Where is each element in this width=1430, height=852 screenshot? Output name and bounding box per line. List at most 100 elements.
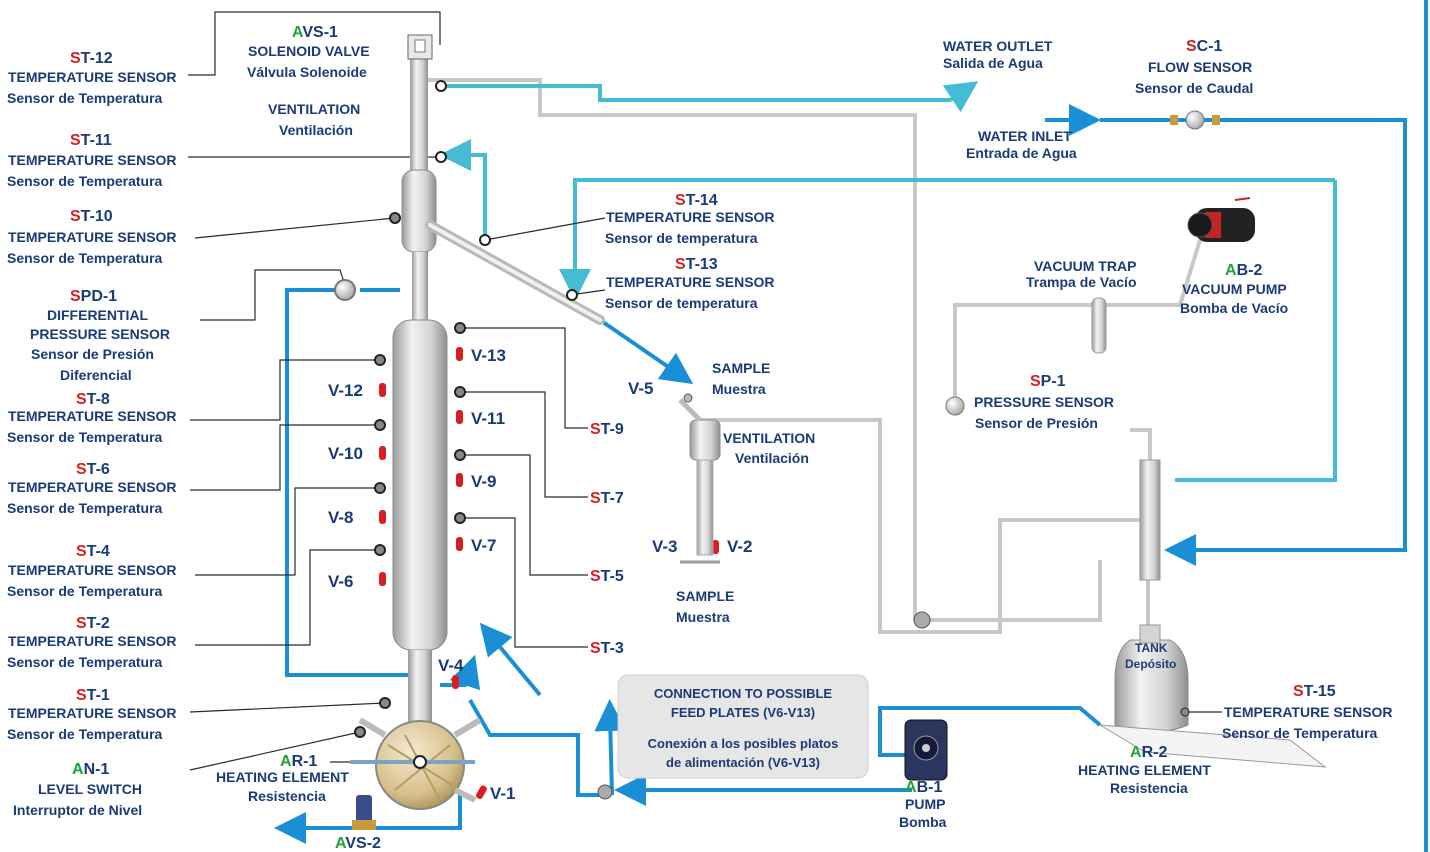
svg-text:ST-4: ST-4 bbox=[76, 543, 110, 560]
leader-st12 bbox=[188, 11, 441, 76]
svg-text:ST-12: ST-12 bbox=[70, 50, 113, 67]
sensor-node-st12 bbox=[435, 80, 447, 92]
sensor-node-st9 bbox=[454, 322, 466, 334]
pump-ab1 bbox=[904, 719, 948, 781]
st11-title: TEMPERATURE SENSOR bbox=[8, 152, 177, 168]
svg-text:ST-14: ST-14 bbox=[675, 192, 718, 209]
vacuum-trap-sub: Trampa de Vacío bbox=[1026, 274, 1137, 290]
st15-sub: Sensor de Temperatura bbox=[1222, 725, 1378, 741]
leader-st7 bbox=[460, 391, 588, 498]
sample-top-sub: Muestra bbox=[712, 381, 766, 397]
svg-text:ST-2: ST-2 bbox=[76, 615, 110, 632]
sensor-node-st4 bbox=[374, 482, 386, 494]
valve-v3-label: V-3 bbox=[652, 537, 678, 556]
pipe-cyan-top bbox=[559, 178, 1335, 301]
leader-st8 bbox=[190, 359, 380, 421]
sample-receiver bbox=[678, 393, 721, 564]
st8-title: TEMPERATURE SENSOR bbox=[8, 408, 177, 424]
valve-v7-label: V-7 bbox=[471, 536, 497, 555]
pipe-sample-grey bbox=[700, 418, 1150, 634]
ar1-title: HEATING ELEMENT bbox=[216, 769, 349, 785]
valve-v12-icon bbox=[379, 383, 386, 397]
svg-text:ST-6: ST-6 bbox=[76, 461, 110, 478]
tank-title: TANK bbox=[1135, 641, 1168, 655]
pipe-blue-left bbox=[285, 288, 415, 677]
svg-text:AR-2: AR-2 bbox=[1130, 744, 1167, 761]
valve-v9-label: V-9 bbox=[471, 472, 497, 491]
connection-box bbox=[617, 674, 869, 779]
connection-line1: CONNECTION TO POSSIBLE bbox=[654, 686, 832, 701]
pipe-feed-arrow bbox=[479, 622, 542, 697]
svg-text:AB-2: AB-2 bbox=[1225, 262, 1262, 279]
pipe-water-outlet bbox=[440, 81, 979, 113]
sensor-node-st13 bbox=[566, 289, 578, 301]
spd1-title1: DIFFERENTIAL bbox=[47, 307, 149, 323]
sensor-node-ar1 bbox=[413, 755, 427, 769]
an1-title: LEVEL SWITCH bbox=[38, 781, 142, 797]
pipe-cyan-st11 bbox=[439, 139, 487, 240]
pipe-sample-top bbox=[598, 318, 694, 385]
leader-an1 bbox=[189, 731, 361, 771]
valve-v1-label: V-1 bbox=[490, 784, 516, 803]
svg-text:ST-10: ST-10 bbox=[70, 208, 113, 225]
vent-tube bbox=[410, 50, 428, 170]
an1-sub: Interruptor de Nivel bbox=[13, 802, 142, 818]
ar2-title: HEATING ELEMENT bbox=[1078, 762, 1211, 778]
vacuum-pump-ab2 bbox=[1187, 197, 1255, 242]
water-outlet-title: WATER OUTLET bbox=[943, 38, 1053, 54]
water-inlet-title: WATER INLET bbox=[978, 128, 1072, 144]
valve-v8-label: V-8 bbox=[328, 508, 354, 527]
sensor-node-st6 bbox=[374, 419, 386, 431]
pipes bbox=[274, 78, 1407, 844]
sensor-node-st8 bbox=[374, 354, 386, 366]
water-inlet-sub: Entrada de Agua bbox=[966, 145, 1077, 161]
column-assembly bbox=[350, 34, 605, 810]
svg-text:ST-5: ST-5 bbox=[590, 568, 624, 585]
leader-st10 bbox=[194, 217, 396, 239]
valve-v2-icon bbox=[712, 540, 719, 554]
svg-text:ST-1: ST-1 bbox=[76, 687, 110, 704]
ab1-title: PUMP bbox=[905, 796, 945, 812]
tank-sub: Depósito bbox=[1125, 657, 1176, 671]
st6-sub: Sensor de Temperatura bbox=[7, 500, 163, 516]
ar1-sub: Resistencia bbox=[248, 788, 326, 804]
svg-text:AN-1: AN-1 bbox=[72, 761, 109, 778]
leader-st4 bbox=[195, 487, 380, 576]
leader-st3 bbox=[460, 517, 588, 648]
pipe-pump-tank bbox=[878, 706, 1102, 757]
st12-title: TEMPERATURE SENSOR bbox=[8, 69, 177, 85]
valve-v11-label: V-11 bbox=[471, 409, 505, 428]
leader-st6 bbox=[190, 424, 380, 491]
valve-v6-label: V-6 bbox=[328, 572, 354, 591]
valve-v1-icon bbox=[476, 785, 487, 799]
svg-text:ST-13: ST-13 bbox=[675, 256, 718, 273]
leader-st14 bbox=[484, 217, 606, 241]
sp1-sub: Sensor de Presión bbox=[975, 415, 1098, 431]
svg-text:SPD-1: SPD-1 bbox=[70, 288, 117, 305]
sensor-node-st3 bbox=[454, 512, 466, 524]
spd1-sub2: Diferencial bbox=[60, 367, 132, 383]
pipe-pump-grey bbox=[1100, 239, 1202, 307]
vacuum-trap-title: VACUUM TRAP bbox=[1034, 258, 1136, 274]
sample-top-title: SAMPLE bbox=[712, 360, 770, 376]
pipe-vent-grey bbox=[420, 78, 917, 620]
st15-title: TEMPERATURE SENSOR bbox=[1224, 704, 1393, 720]
st2-sub: Sensor de Temperatura bbox=[7, 654, 163, 670]
distillation-column bbox=[392, 319, 448, 651]
sensor-node-st7 bbox=[454, 386, 466, 398]
spd1-title2: PRESSURE SENSOR bbox=[30, 326, 170, 342]
st4-title: TEMPERATURE SENSOR bbox=[8, 562, 177, 578]
st12-sub: Sensor de Temperatura bbox=[7, 90, 163, 106]
valve-v13-icon bbox=[456, 347, 463, 361]
svg-text:AB-1: AB-1 bbox=[905, 779, 942, 796]
st4-sub: Sensor de Temperatura bbox=[7, 583, 163, 599]
sc1-title: FLOW SENSOR bbox=[1148, 59, 1252, 75]
feed-junction-valve bbox=[597, 784, 613, 800]
valve-avs2-icon bbox=[352, 795, 376, 830]
connection-line2: FEED PLATES (V6-V13) bbox=[671, 705, 815, 720]
valve-v9-icon bbox=[456, 473, 463, 487]
leader-st2 bbox=[195, 549, 380, 646]
avs1-title: SOLENOID VALVE bbox=[248, 43, 370, 59]
pipe-feed bbox=[468, 699, 600, 797]
